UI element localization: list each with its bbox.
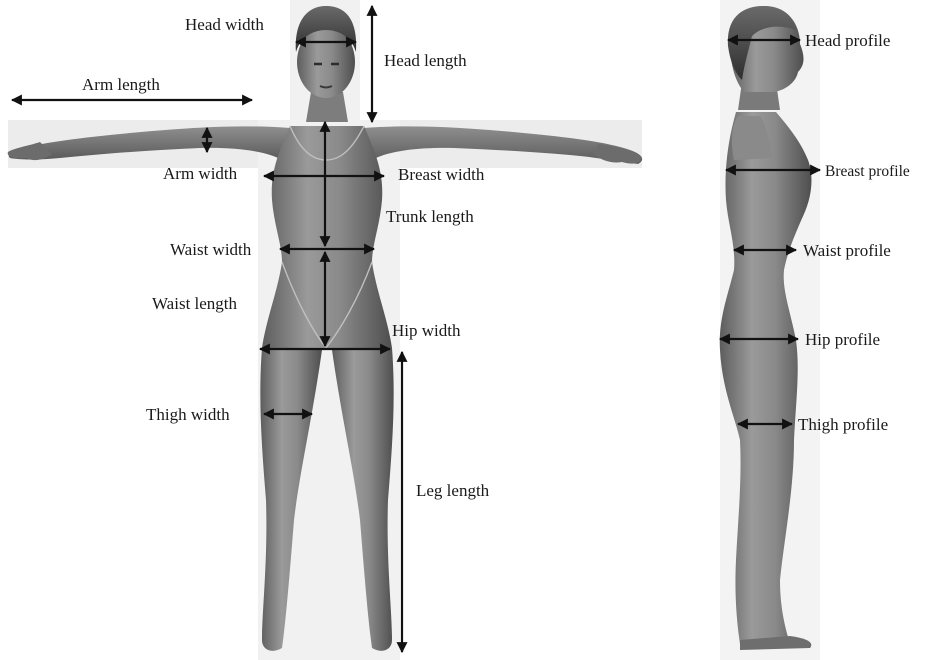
thigh-profile-label: Thigh profile <box>798 415 888 434</box>
hip-width-label: Hip width <box>392 321 461 340</box>
waist-width-label: Waist width <box>170 240 252 259</box>
waist-length-label: Waist length <box>152 294 238 313</box>
head-width-label: Head width <box>185 15 264 34</box>
arm-width-label: Arm width <box>163 164 238 183</box>
head-profile-label: Head profile <box>805 31 890 50</box>
trunk-length-label: Trunk length <box>386 207 474 226</box>
head-length-label: Head length <box>384 51 467 70</box>
arm-length-label: Arm length <box>82 75 160 94</box>
breast-profile-label: Breast profile <box>825 163 910 180</box>
thigh-width-label: Thigh width <box>146 405 230 424</box>
hip-profile-label: Hip profile <box>805 330 880 349</box>
leg-length-label: Leg length <box>416 481 490 500</box>
waist-profile-label: Waist profile <box>803 241 891 260</box>
breast-width-label: Breast width <box>398 165 485 184</box>
